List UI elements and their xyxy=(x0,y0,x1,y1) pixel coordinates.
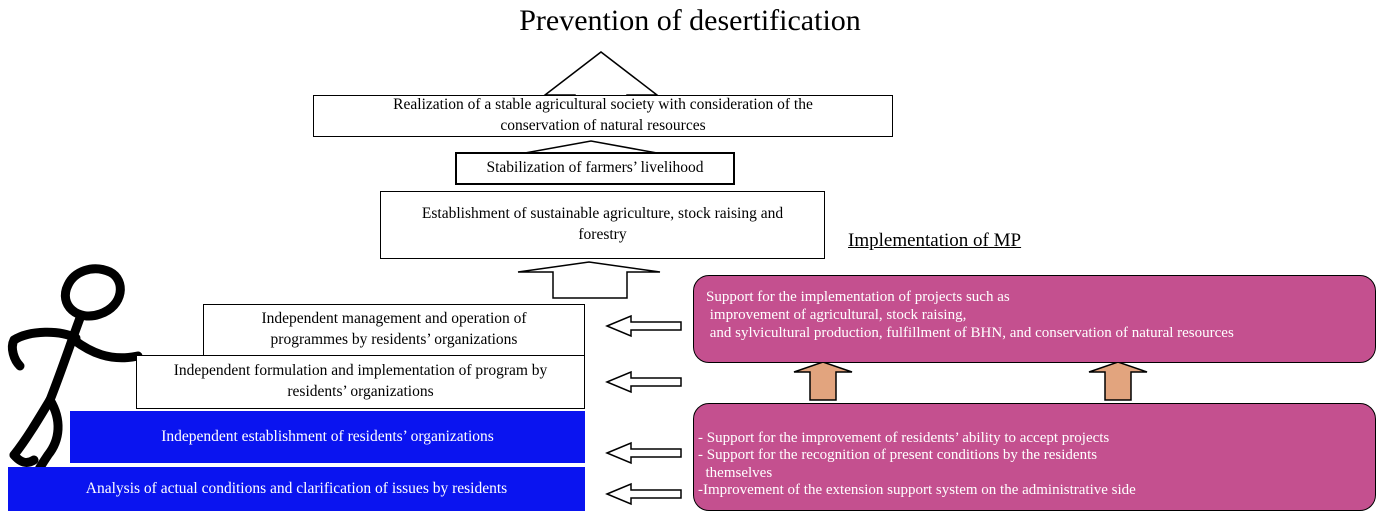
step2-box: Independent establishment of residents’ … xyxy=(70,411,585,463)
residents-support-line: - Support for the recognition of present… xyxy=(698,447,1098,464)
runner-figure-icon xyxy=(7,264,143,495)
step3-box: Independent formulation and implementati… xyxy=(136,355,585,409)
stabilization-box: Stabilization of farmers’ livelihood xyxy=(455,152,735,185)
residents-support-line: - Support for the improvement of residen… xyxy=(698,430,1110,446)
up-arrow-icon xyxy=(517,261,661,299)
sustainable-agriculture-box: Establishment of sustainable agriculture… xyxy=(380,191,825,259)
up-arrow-icon xyxy=(542,51,660,101)
up-arrow-icon xyxy=(793,361,1148,401)
project-support-line: and sylvicultural production, fulfillmen… xyxy=(706,325,1234,341)
project-support-box: Support for the implementation of projec… xyxy=(693,275,1376,363)
diagram-title: Prevention of desertification xyxy=(519,4,861,37)
residents-support-box: - Support for the improvement of residen… xyxy=(693,403,1376,511)
project-support-line: improvement of agricultural, stock raisi… xyxy=(706,307,967,323)
stabilization-label: Stabilization of farmers’ livelihood xyxy=(486,159,704,177)
step4-box: Independent management and operation of … xyxy=(203,304,585,356)
left-arrow-icon xyxy=(605,314,682,506)
step1-box: Analysis of actual conditions and clarif… xyxy=(8,467,585,511)
residents-support-line: themselves xyxy=(698,464,773,481)
residents-support-line: -Improvement of the extension support sy… xyxy=(698,481,1136,498)
stable-society-box: Realization of a stable agricultural soc… xyxy=(313,95,893,137)
mp-heading: Implementation of MP xyxy=(848,230,1022,251)
project-support-line: Support for the implementation of projec… xyxy=(706,289,1010,305)
